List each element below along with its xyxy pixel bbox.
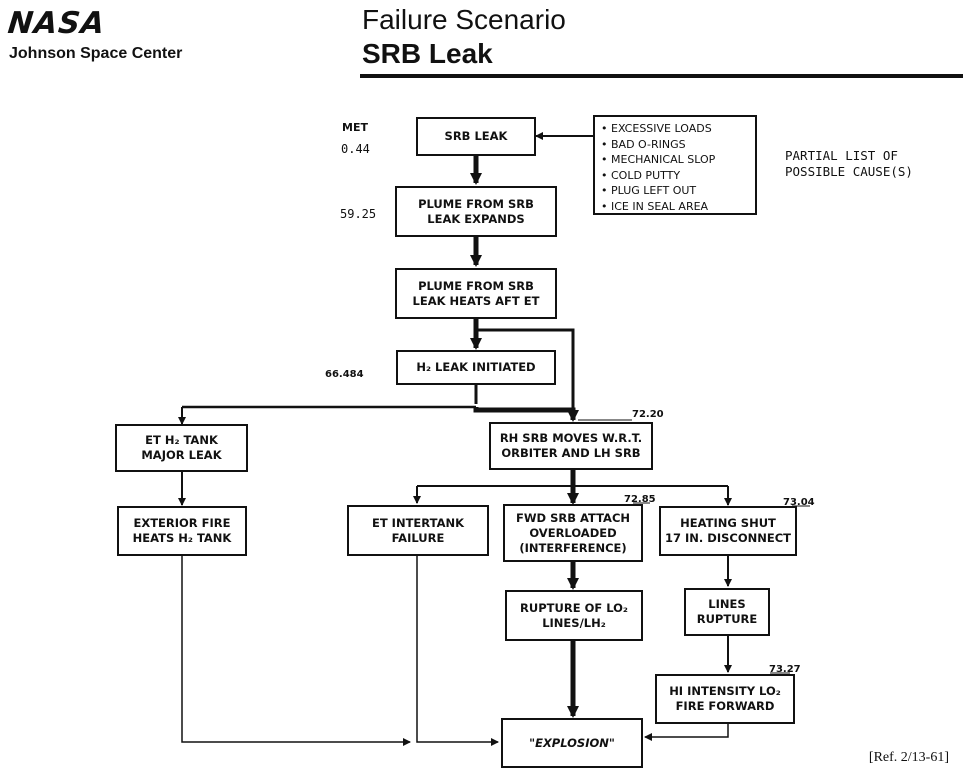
box-heating-shut: HEATING SHUT 17 IN. DISCONNECT — [659, 506, 797, 556]
box-explosion: "EXPLOSION" — [501, 718, 643, 768]
box-plume-expands: PLUME FROM SRB LEAK EXPANDS — [395, 186, 557, 237]
title-rule — [360, 74, 963, 78]
box-hi-intensity: HI INTENSITY LO₂ FIRE FORWARD — [655, 674, 795, 724]
cause-item: PLUG LEFT OUT — [601, 183, 749, 199]
event-time: 73.27 — [769, 664, 801, 675]
reference: [Ref. 2/13-61] — [868, 750, 949, 765]
cause-item: EXCESSIVE LOADS — [601, 121, 749, 137]
event-time: 72.85 — [624, 494, 656, 505]
event-time: 73.04 — [783, 497, 815, 508]
box-rupture-lo2: RUPTURE OF LO₂ LINES/LH₂ — [505, 590, 643, 641]
box-fwd-srb-attach: FWD SRB ATTACH OVERLOADED (INTERFERENCE) — [503, 504, 643, 562]
cause-item: COLD PUTTY — [601, 168, 749, 184]
causes-caption: PARTIAL LIST OF POSSIBLE CAUSE(S) — [785, 148, 913, 179]
box-lines-rupture: LINES RUPTURE — [684, 588, 770, 636]
arrow-bypass-to-rh-srb — [476, 328, 577, 421]
title-line-2: SRB Leak — [362, 38, 493, 69]
box-et-intertank: ET INTERTANK FAILURE — [347, 505, 489, 556]
box-plume-heats: PLUME FROM SRB LEAK HEATS AFT ET — [395, 268, 557, 319]
arrow-intertank-to-explosion — [416, 556, 499, 746]
box-h2-leak: H₂ LEAK INITIATED — [396, 350, 556, 385]
met-value: 0.44 — [341, 142, 370, 156]
cause-item: ICE IN SEAL AREA — [601, 199, 749, 215]
met-value: 59.25 — [340, 207, 377, 221]
box-rh-srb-moves: RH SRB MOVES W.R.T. ORBITER AND LH SRB — [489, 422, 653, 470]
arrow-fire-forward-to-explosion — [644, 724, 729, 741]
box-exterior-fire: EXTERIOR FIRE HEATS H₂ TANK — [117, 506, 247, 556]
cause-item: MECHANICAL SLOP — [601, 152, 749, 168]
causes-list: EXCESSIVE LOADS BAD O-RINGS MECHANICAL S… — [593, 115, 757, 215]
arrow-to-rh-srb — [473, 407, 579, 422]
met-value: 66.484 — [325, 369, 364, 380]
center-name: Johnson Space Center — [9, 45, 183, 62]
arrow-fire-to-explosion — [181, 556, 411, 746]
event-time: 72.20 — [632, 409, 664, 420]
title-line-1: Failure Scenario — [362, 4, 566, 35]
met-label: MET — [342, 121, 368, 134]
box-srb-leak: SRB LEAK — [416, 117, 536, 156]
box-et-major-leak: ET H₂ TANK MAJOR LEAK — [115, 424, 248, 472]
cause-item: BAD O-RINGS — [601, 137, 749, 153]
